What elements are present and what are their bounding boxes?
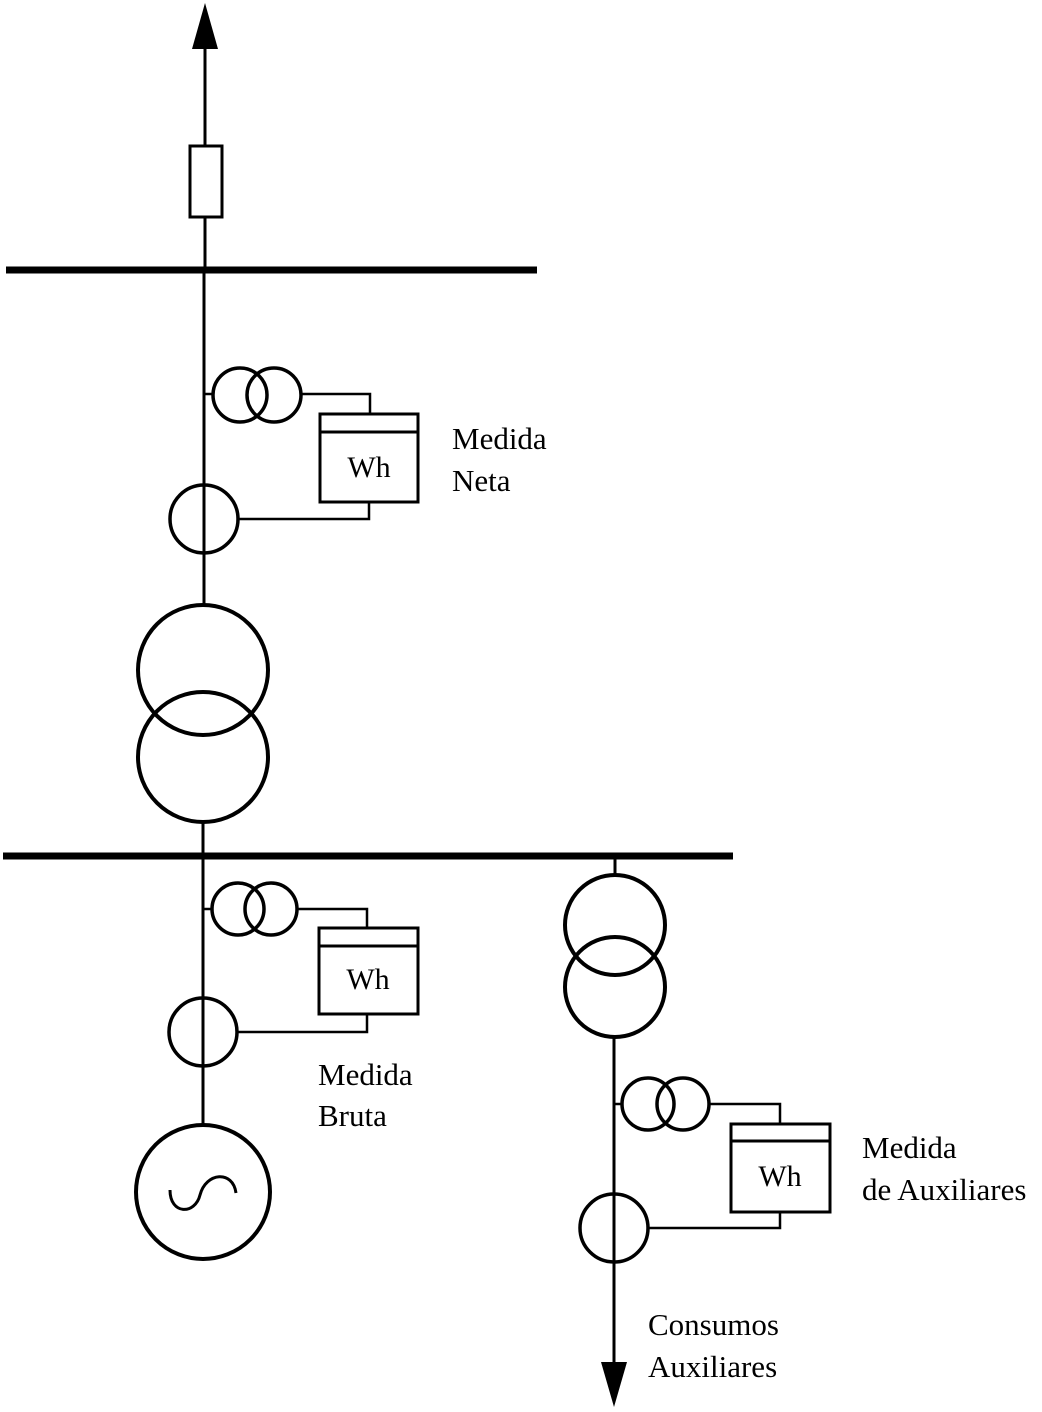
energy-meter-net <box>318 412 420 504</box>
breaker-icon <box>188 144 224 219</box>
power-transformer-icon <box>136 603 270 824</box>
power-transformer-icon <box>563 873 667 1039</box>
ct-to-meter-wire <box>648 1212 782 1230</box>
aux-load-label-line1: Consumos <box>648 1307 779 1342</box>
pt-to-meter-wire <box>301 392 372 414</box>
auxiliary-measurement: Wh Medida de Auxiliares <box>578 1076 1026 1264</box>
ac-generator-icon <box>134 1123 272 1261</box>
meter-symbol: Wh <box>347 451 390 484</box>
energy-meter-auxiliary <box>729 1122 832 1214</box>
net-measurement-label-line2: Neta <box>452 463 511 498</box>
aux-transformer-secondary-winding <box>563 935 667 1039</box>
aux-transformer-primary-winding <box>563 873 667 977</box>
export-feeder <box>188 3 224 270</box>
ct-to-meter-wire <box>237 1014 369 1034</box>
auxiliary-measurement-label-line2: de Auxiliares <box>862 1172 1026 1207</box>
net-measurement: Wh Medida Neta <box>168 366 547 555</box>
voltage-transformer-icon <box>245 366 303 424</box>
transformer-primary-winding <box>136 603 270 737</box>
auxiliary-measurement-label-line1: Medida <box>862 1130 957 1165</box>
meter-symbol: Wh <box>346 963 389 996</box>
pt-to-meter-wire <box>709 1102 782 1124</box>
arrow-down-icon <box>601 1362 627 1407</box>
energy-meter-gross <box>317 926 420 1016</box>
voltage-transformer-icon <box>211 366 269 424</box>
transformer-secondary-winding <box>136 690 270 824</box>
voltage-transformer-icon <box>243 881 299 937</box>
voltage-transformer-icon <box>655 1076 711 1132</box>
voltage-transformer-icon <box>620 1076 676 1132</box>
net-measurement-label-line1: Medida <box>452 421 547 456</box>
voltage-transformer-icon <box>210 881 266 937</box>
generator-circle <box>134 1123 272 1261</box>
gross-measurement-label-line1: Medida <box>318 1057 413 1092</box>
gross-measurement: Wh Medida Bruta <box>167 881 420 1133</box>
gross-measurement-label-line2: Bruta <box>318 1098 387 1133</box>
ct-to-meter-wire <box>238 502 371 521</box>
pt-to-meter-wire <box>297 907 369 928</box>
sine-wave-icon <box>168 1175 238 1211</box>
arrow-up-icon <box>192 3 218 49</box>
aux-load-label-line2: Auxiliares <box>648 1349 777 1384</box>
meter-symbol: Wh <box>758 1160 801 1193</box>
